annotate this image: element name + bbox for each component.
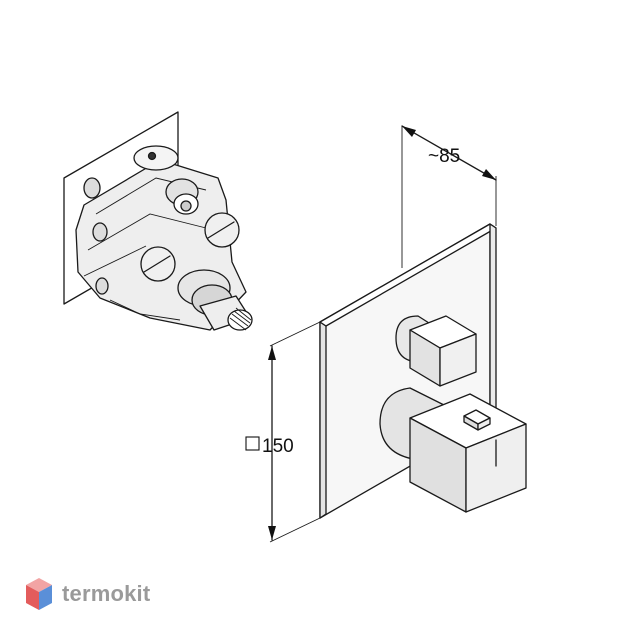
diverter-knob-right xyxy=(439,333,477,387)
depth-dimension: ~85 xyxy=(401,125,497,268)
top-boss xyxy=(133,145,179,171)
size-dimension-label: 150 xyxy=(262,436,294,457)
size-dimension: 150 xyxy=(245,321,321,543)
square-symbol-icon xyxy=(245,436,260,451)
arrow-head-icon xyxy=(402,126,416,137)
concealed-valve-body xyxy=(63,111,253,331)
watermark-brand: termokit xyxy=(62,581,151,606)
cover-plate-right-edge xyxy=(489,223,497,425)
trim-assembly xyxy=(319,223,527,519)
diverter-knob xyxy=(395,315,477,387)
cover-plate-edge xyxy=(319,321,327,519)
thermostat-knob-right xyxy=(465,423,527,513)
arrow-head-icon xyxy=(482,169,496,180)
thermostat-knob xyxy=(379,387,527,513)
depth-dimension-label: ~85 xyxy=(428,146,460,167)
arrow-head-icon xyxy=(268,346,276,360)
watermark: termokit xyxy=(24,574,150,614)
arrow-head-icon xyxy=(268,526,276,540)
termokit-logo-icon xyxy=(26,578,52,610)
